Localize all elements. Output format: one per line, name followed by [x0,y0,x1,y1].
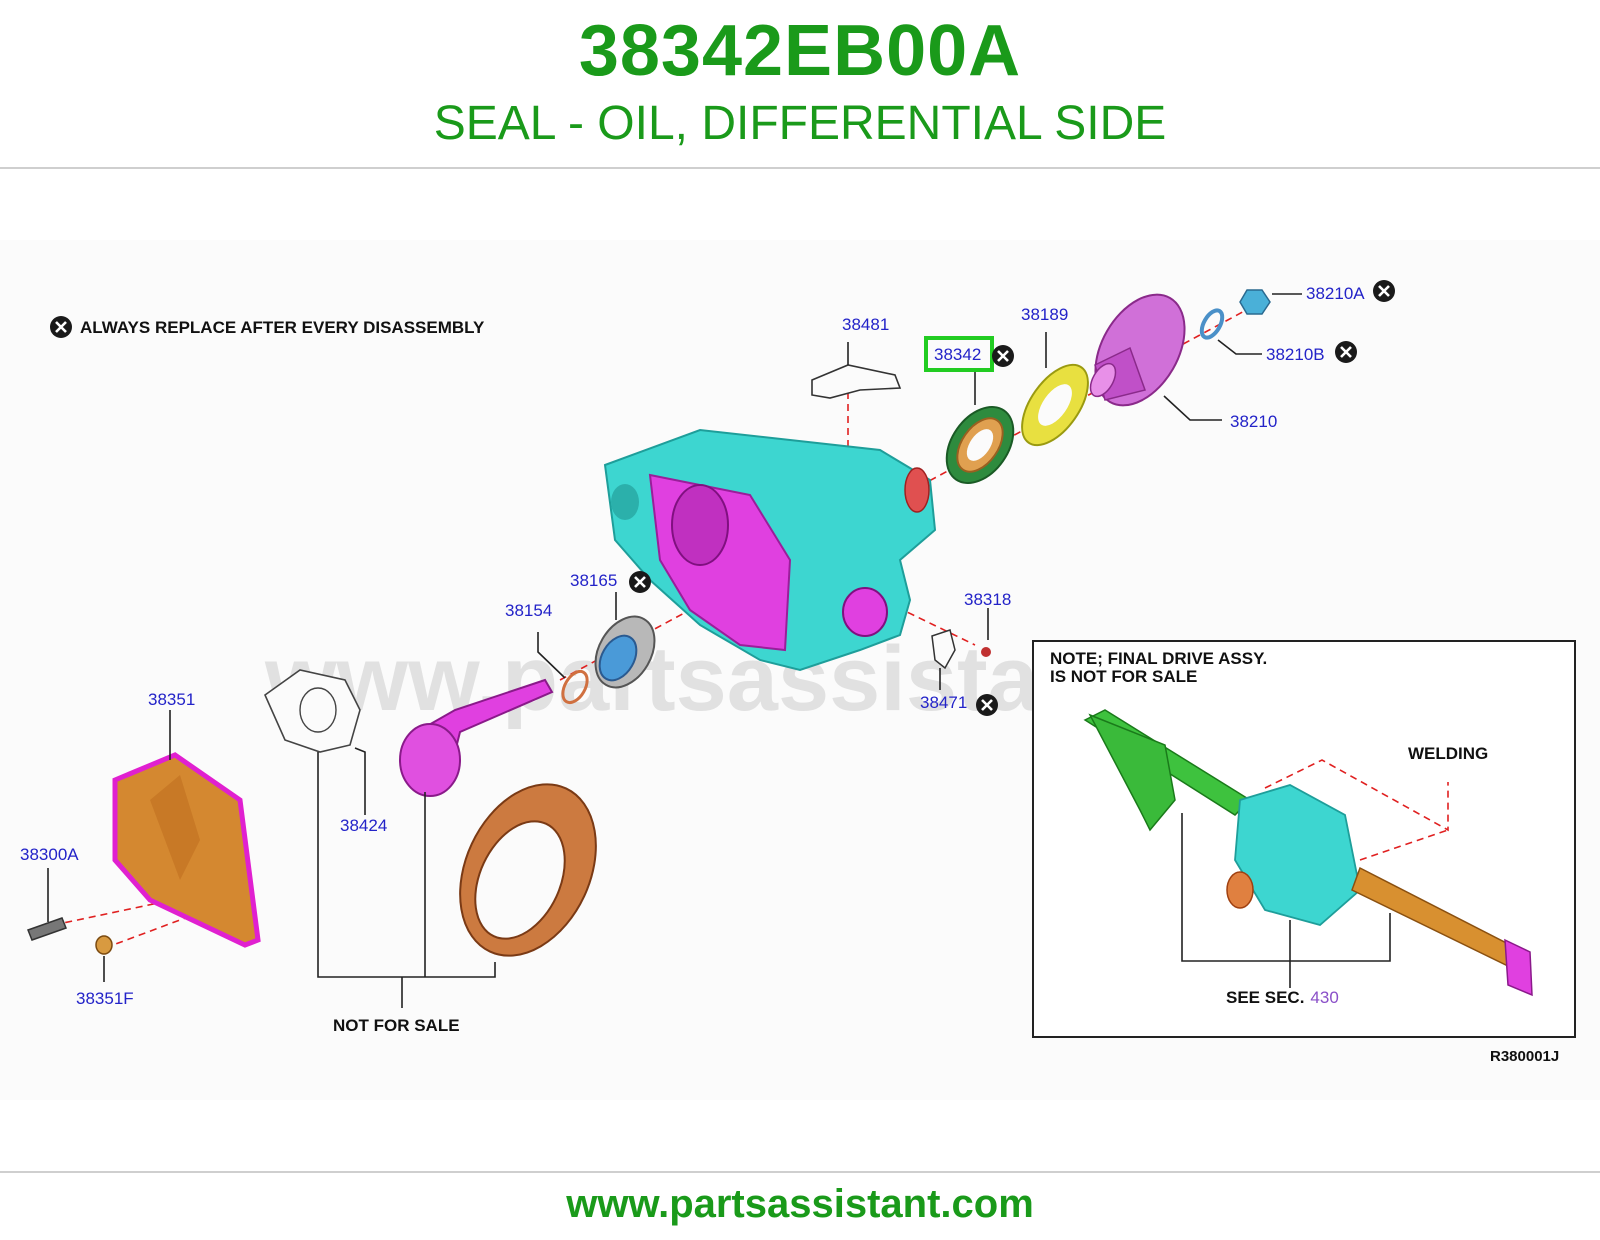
replace-x-icon [990,343,1016,369]
callout-38351[interactable]: 38351 [148,690,195,709]
o-ring-38154[interactable] [558,667,592,706]
callout-38165[interactable]: 38165 [570,571,617,590]
washer-38210B[interactable] [1198,307,1227,341]
callout-38351F[interactable]: 38351F [76,989,134,1008]
flange-38210[interactable] [1077,279,1203,421]
replace-x-icon [974,692,1000,718]
see-sec-430-link[interactable]: 430 [1310,988,1338,1007]
exploded-view-svg: www.partsassistant.com ALWAYS REPLACE AF… [20,278,1576,1065]
callout-38154[interactable]: 38154 [505,601,552,620]
leader-38210 [1163,395,1222,421]
legend-text: ALWAYS REPLACE AFTER EVERY DISASSEMBLY [80,318,485,337]
plug-38318[interactable] [981,647,991,657]
replace-x-icon [1333,339,1359,365]
ring-gear [459,783,597,957]
callout-38210A[interactable]: 38210A [1306,284,1365,303]
footer-url[interactable]: www.partsassistant.com [566,1182,1034,1226]
bracket-38481[interactable] [811,364,902,399]
clip-38471[interactable] [931,629,956,670]
drive-pinion [399,678,554,797]
welding-dash-line [1264,759,1449,832]
see-sec-text: SEE SEC. [1226,988,1304,1007]
carrier-housing [603,428,937,672]
highlight-box-38342 [924,336,994,372]
callout-38210B[interactable]: 38210B [1266,345,1325,364]
shim-38189[interactable] [1009,354,1101,457]
callout-38189[interactable]: 38189 [1021,305,1068,324]
parts-diagram: www.partsassistant.com ALWAYS REPLACE AF… [0,240,1600,1100]
header: 38342EB00A SEAL - OIL, DIFFERENTIAL SIDE [0,0,1600,168]
figure-code: R380001J [1490,1048,1559,1065]
leader-38424 [354,747,366,815]
replace-x-icon [48,314,74,340]
inset-note-line2: IS NOT FOR SALE [1050,667,1197,686]
callout-38210[interactable]: 38210 [1230,412,1277,431]
oil-seal-38342[interactable] [933,395,1027,496]
see-sec-bracket [1181,813,1391,988]
nut-38210A[interactable] [1239,289,1271,315]
rear-cover-38351[interactable] [112,752,261,948]
not-for-sale-label: NOT FOR SALE [333,1016,460,1035]
leader-38210B [1217,339,1262,355]
plug-38351F[interactable] [95,935,113,955]
callout-38318[interactable]: 38318 [964,590,1011,609]
welding-dash-line-2 [1359,829,1449,861]
see-sec-label: SEE SEC. 430 [1226,988,1339,1007]
callout-38424[interactable]: 38424 [340,816,387,835]
callout-38471[interactable]: 38471 [920,693,967,712]
callout-38342[interactable]: 38342 [934,345,981,364]
leader-38154 [537,632,566,679]
not-for-sale-bracket [317,752,496,1008]
bolt-38300A[interactable] [27,917,67,941]
replace-x-icon [1371,278,1397,304]
header-divider [0,167,1600,169]
replace-x-icon [627,569,653,595]
part-number-title: 38342EB00A [578,11,1022,91]
callout-38300A[interactable]: 38300A [20,845,79,864]
welding-label: WELDING [1408,744,1488,763]
inset-final-drive: NOTE; FINAL DRIVE ASSY. IS NOT FOR SALE … [1032,640,1576,1038]
part-description: SEAL - OIL, DIFFERENTIAL SIDE [433,97,1167,150]
footer-divider [0,1171,1600,1173]
inset-note-line1: NOTE; FINAL DRIVE ASSY. [1050,649,1267,668]
callout-38481[interactable]: 38481 [842,315,889,334]
bearing-38165[interactable] [583,606,666,698]
differential-case [264,669,361,753]
